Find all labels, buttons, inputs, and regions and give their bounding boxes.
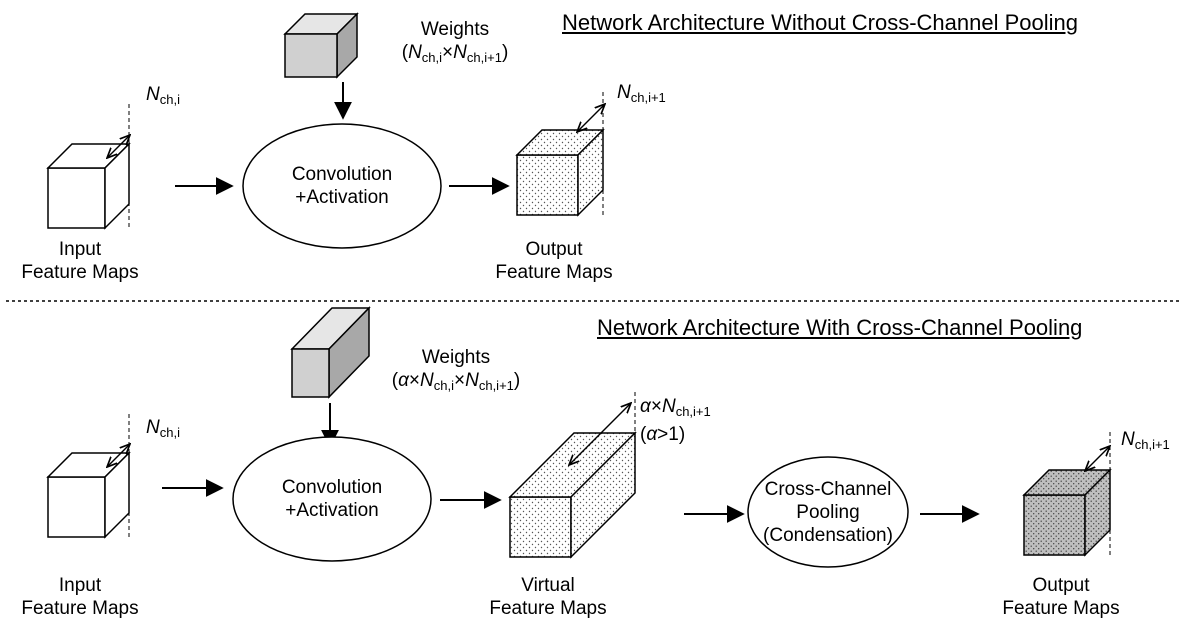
bottom-output-cube <box>1022 468 1112 557</box>
top-section-title: Network Architecture Without Cross-Chann… <box>562 10 1079 35</box>
bottom-output-dim-label: Nch,i+1 <box>1121 429 1170 452</box>
bottom-section-title: Network Architecture With Cross-Channel … <box>597 315 1083 340</box>
bottom-input-label: Input Feature Maps <box>21 575 139 619</box>
bottom-input-dim-label: Nch,i <box>146 417 180 440</box>
virtual-feature-maps-block <box>508 431 637 559</box>
top-output-dim-marker <box>577 92 605 215</box>
top-conv-label: Convolution +Activation <box>291 164 393 208</box>
top-output-dim-label: Nch,i+1 <box>617 82 666 105</box>
top-weights-cube <box>283 12 359 79</box>
bottom-weights-label: Weights (α×Nch,i×Nch,i+1) <box>391 347 521 393</box>
bottom-input-dim-marker <box>107 414 130 537</box>
top-input-cube <box>46 142 131 230</box>
virtual-feature-maps-label: Virtual Feature Maps <box>489 575 607 619</box>
top-input-label: Input Feature Maps <box>21 239 139 283</box>
pooling-label: Cross-Channel Pooling (Condensation) <box>763 479 893 546</box>
pooling-ellipse <box>747 456 909 568</box>
top-output-cube <box>515 128 605 217</box>
bottom-weights-block <box>290 306 371 399</box>
bottom-output-label: Output Feature Maps <box>1002 575 1120 619</box>
top-conv-ellipse <box>242 123 442 249</box>
top-weights-label: Weights (Nch,i×Nch,i+1) <box>401 19 509 65</box>
bottom-conv-ellipse <box>232 436 432 562</box>
top-output-label: Output Feature Maps <box>495 239 613 283</box>
top-input-dim-label: Nch,i <box>146 84 180 107</box>
top-input-dim-marker <box>107 104 130 228</box>
bottom-output-dim-marker <box>1085 432 1110 555</box>
virtual-dim-label: α×Nch,i+1 (α>1) <box>640 396 711 445</box>
bottom-conv-label: Convolution +Activation <box>281 477 383 521</box>
bottom-input-cube <box>46 451 131 539</box>
virtual-dim-marker <box>569 392 636 493</box>
